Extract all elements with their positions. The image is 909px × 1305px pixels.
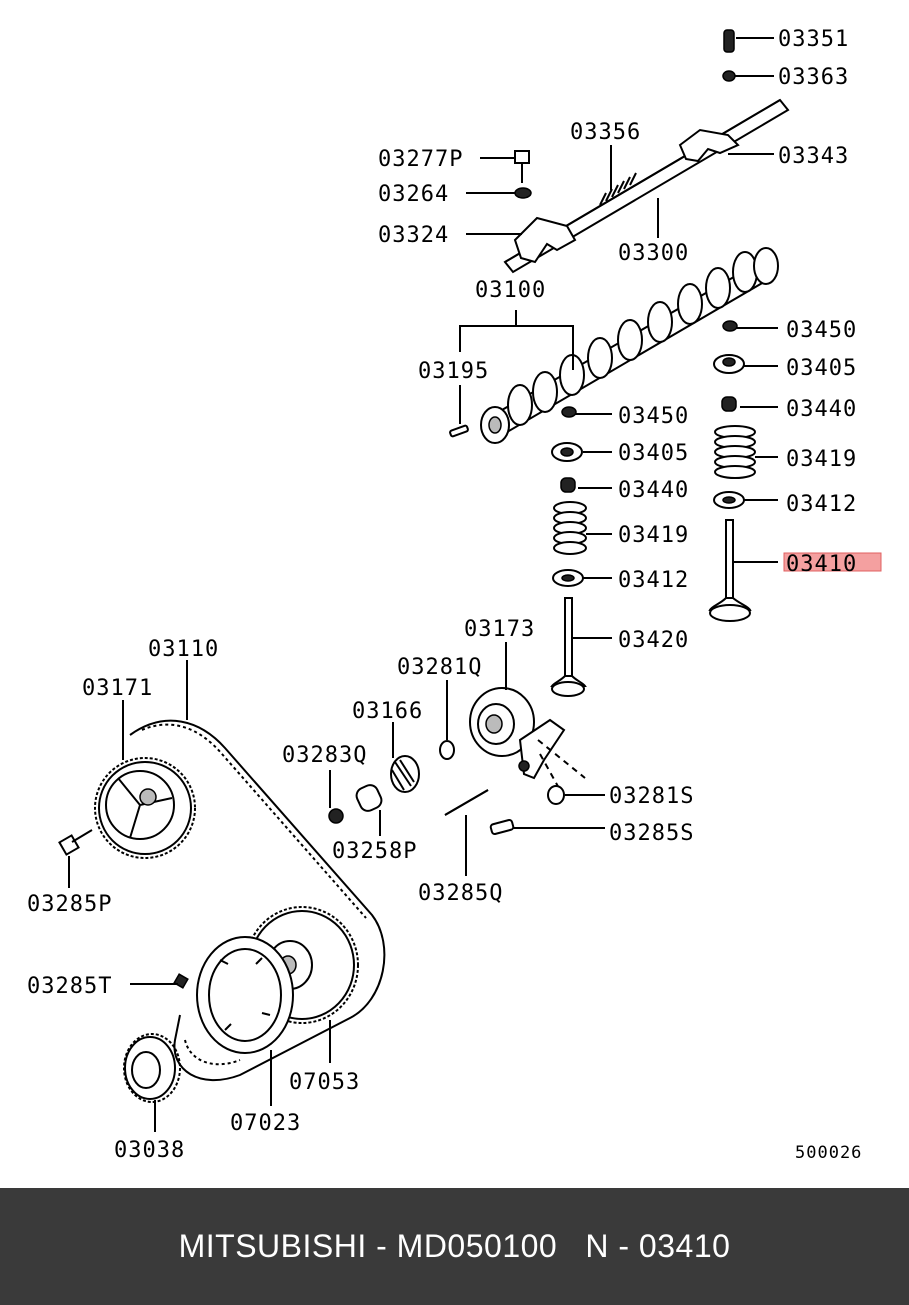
label-03285S: 03285S <box>609 821 694 846</box>
rocker-shaft-assembly <box>503 29 790 274</box>
bearing-03166 <box>390 755 420 793</box>
label-03300: 03300 <box>618 241 689 266</box>
label-03285Q: 03285Q <box>418 881 503 906</box>
washer-03281Q <box>439 740 455 760</box>
tensioner-pulley <box>469 687 586 791</box>
label-03412-b: 03412 <box>618 568 689 593</box>
parts-exploded-diagram: 03351 03363 03356 03277P 03343 03264 033… <box>27 27 882 1163</box>
bolt-03285Q <box>444 789 489 816</box>
label-07053: 07053 <box>289 1070 360 1095</box>
valve-stack-left <box>550 406 587 697</box>
label-03420: 03420 <box>618 628 689 653</box>
label-03410: 03410 <box>786 552 857 577</box>
sprocket-plate-07023 <box>196 936 294 1054</box>
label-03356: 03356 <box>570 120 641 145</box>
label-03351: 03351 <box>778 27 849 52</box>
leader-lines <box>68 37 778 1132</box>
spring-03419-right <box>714 425 756 479</box>
camshaft <box>449 247 779 444</box>
label-03343: 03343 <box>778 144 849 169</box>
footer-bar: MITSUBISHI - MD050100 N - 03410 <box>0 1188 909 1305</box>
label-03173: 03173 <box>464 617 535 642</box>
label-03324: 03324 <box>378 223 449 248</box>
footer-part-info: MITSUBISHI - MD050100 N - 03410 <box>178 1228 731 1264</box>
label-07023: 07023 <box>230 1111 301 1136</box>
label-03195: 03195 <box>418 359 489 384</box>
label-03405-b: 03405 <box>618 441 689 466</box>
shaft-spring <box>599 172 637 206</box>
valve-03420 <box>550 597 587 697</box>
label-03285T: 03285T <box>27 974 112 999</box>
collar-03258P <box>355 784 383 812</box>
label-03283Q: 03283Q <box>282 743 367 768</box>
label-03440-b: 03440 <box>618 478 689 503</box>
bolt-03277P <box>514 150 530 183</box>
label-03405-a: 03405 <box>786 356 857 381</box>
valve-03410 <box>708 519 752 622</box>
label-03450-a: 03450 <box>786 318 857 343</box>
label-03412-a: 03412 <box>786 492 857 517</box>
label-03264: 03264 <box>378 182 449 207</box>
label-03281Q: 03281Q <box>397 655 482 680</box>
label-03258P: 03258P <box>332 839 417 864</box>
bolt-03285P <box>58 829 93 856</box>
label-03110: 03110 <box>148 637 219 662</box>
label-03277P: 03277P <box>378 147 463 172</box>
highlight-box-03410 <box>783 552 882 572</box>
label-03450-b: 03450 <box>618 404 689 429</box>
label-03419-b: 03419 <box>618 523 689 548</box>
label-03038: 03038 <box>114 1138 185 1163</box>
label-03281S: 03281S <box>609 784 694 809</box>
sprocket-03038 <box>123 1033 181 1103</box>
label-03171: 03171 <box>82 676 153 701</box>
spring-03419-left <box>553 501 587 555</box>
label-03440-a: 03440 <box>786 397 857 422</box>
label-03166: 03166 <box>352 699 423 724</box>
camshaft-sprocket <box>94 757 196 859</box>
bolt-03285S <box>489 818 515 836</box>
diagram-id: 500026 <box>795 1143 862 1163</box>
nut-03283Q <box>328 808 344 824</box>
label-03363: 03363 <box>778 65 849 90</box>
label-03285P: 03285P <box>27 892 112 917</box>
label-03100: 03100 <box>475 278 546 303</box>
washer-03281S <box>547 785 565 805</box>
label-03419-a: 03419 <box>786 447 857 472</box>
valve-stack-right <box>708 320 756 622</box>
